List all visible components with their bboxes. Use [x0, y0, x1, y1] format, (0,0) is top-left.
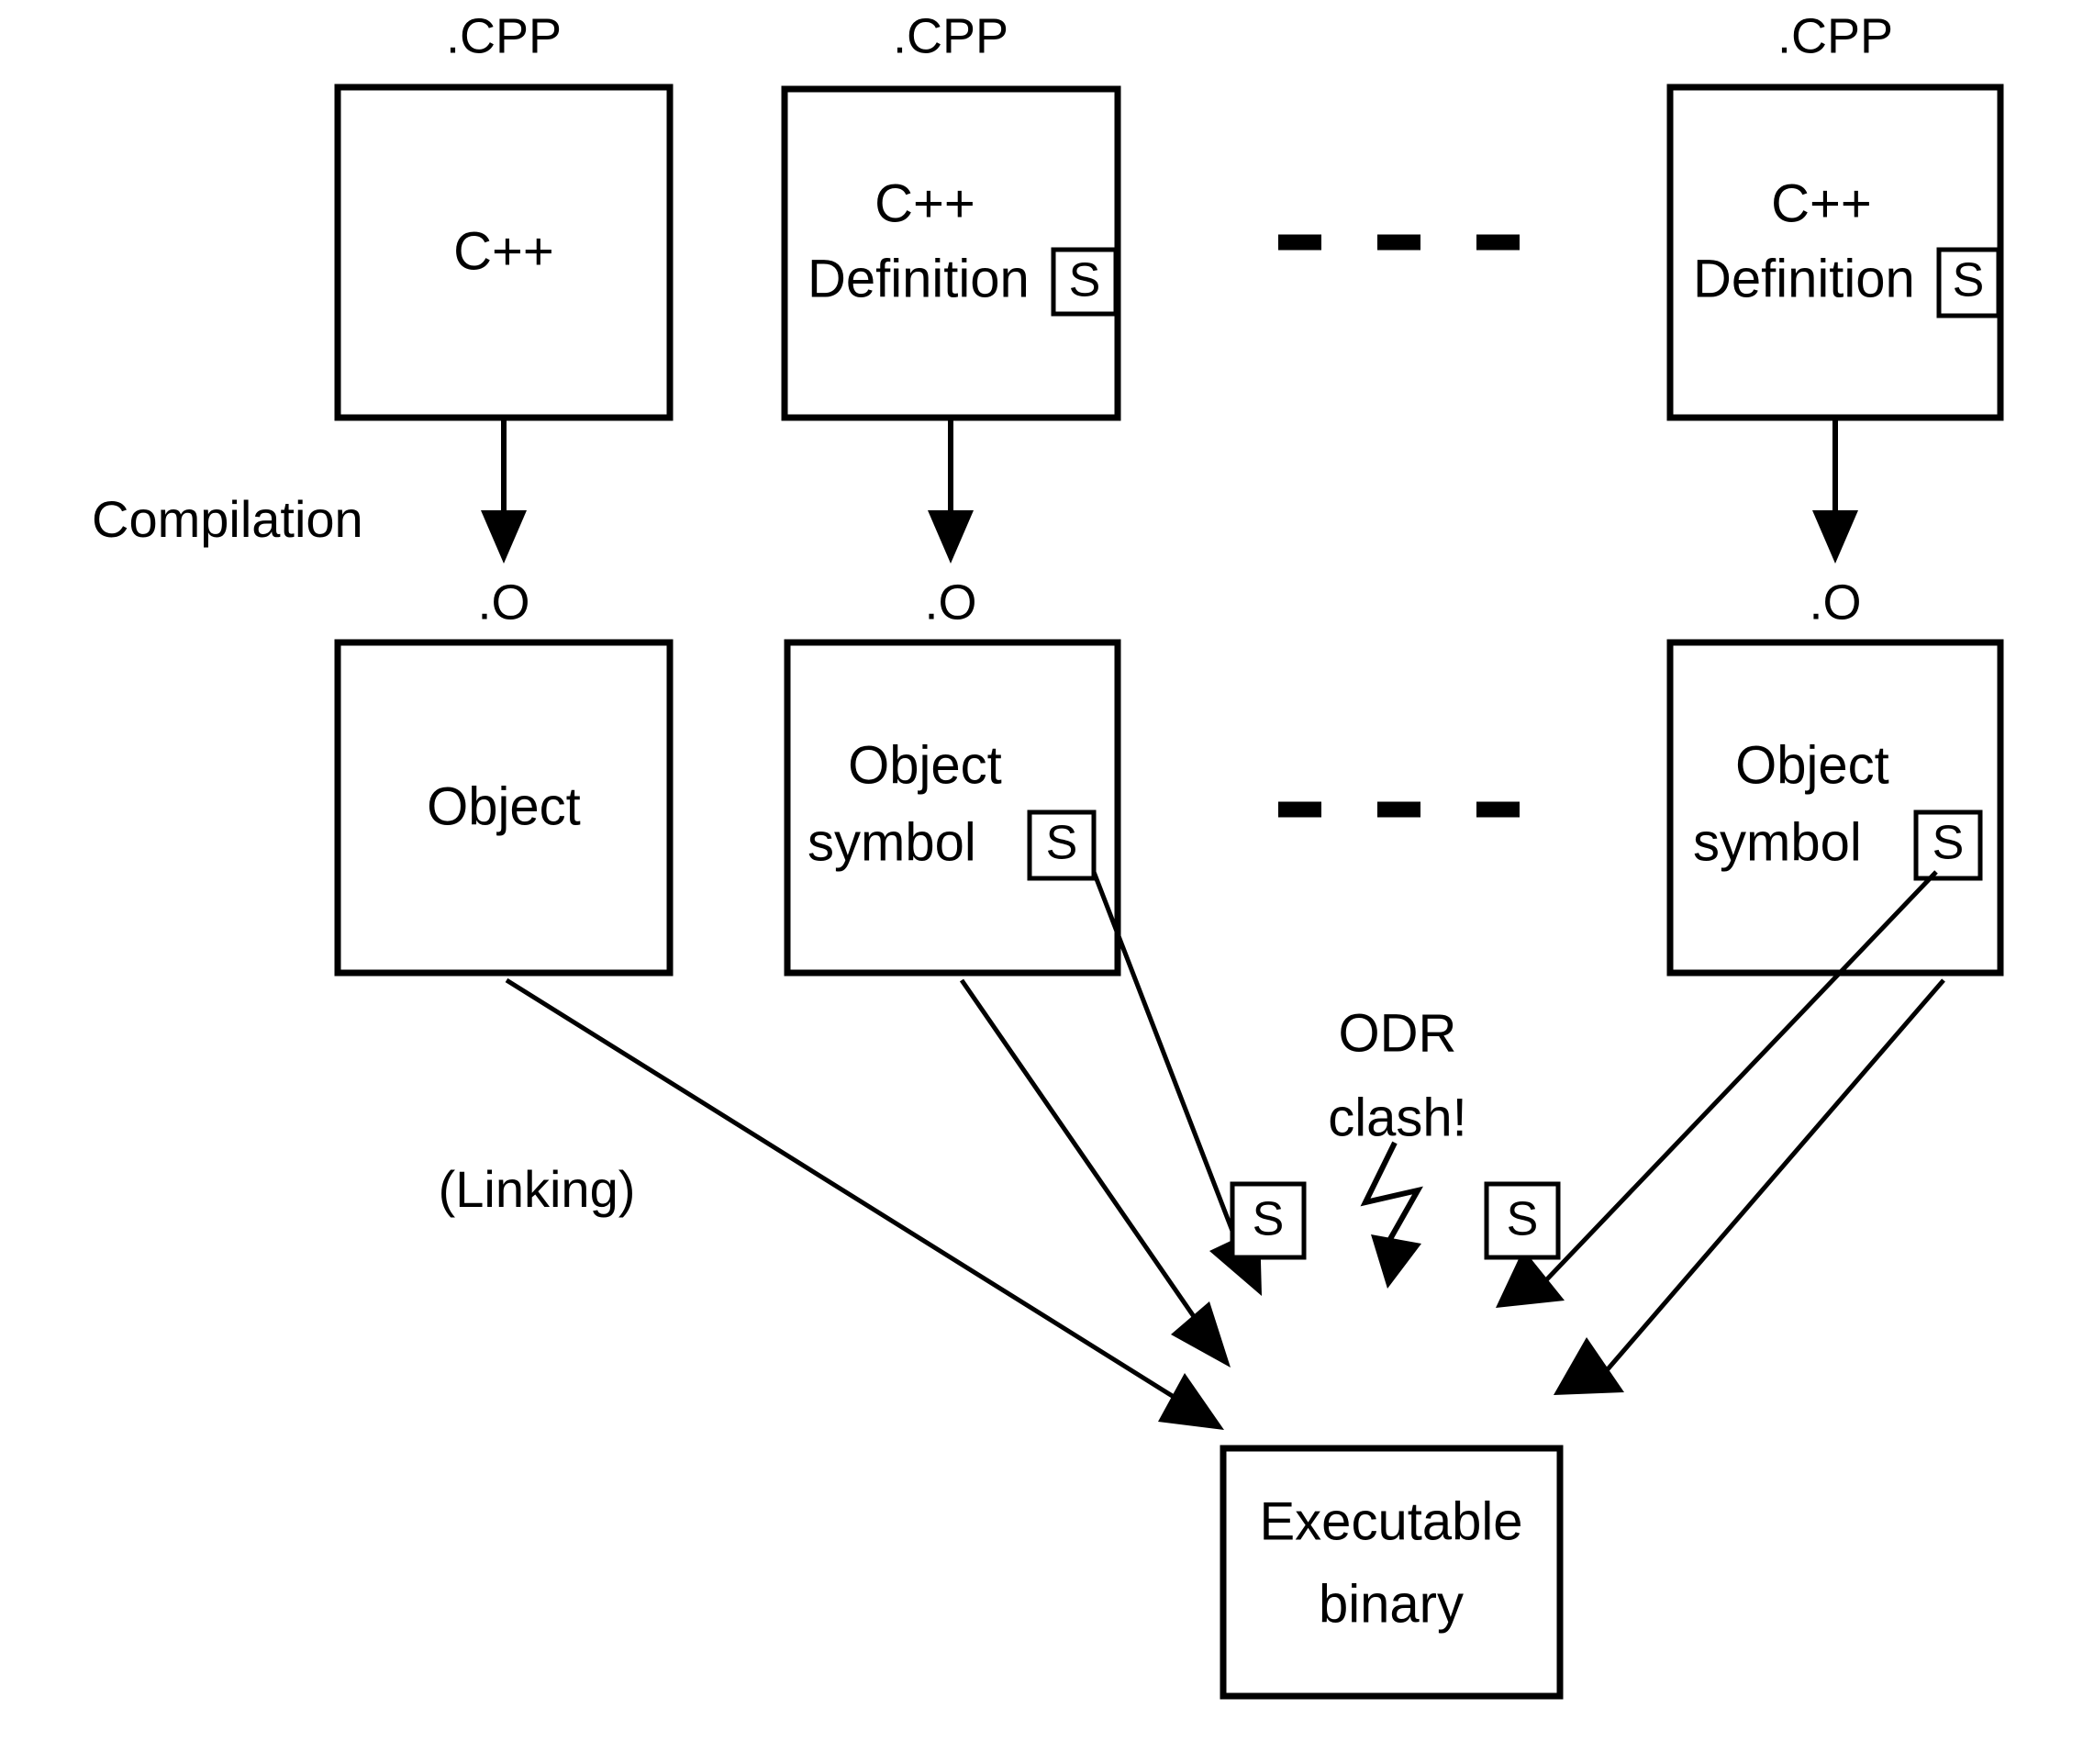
object-box-n-symbol: S [1933, 817, 1965, 870]
object-box-1[interactable] [334, 639, 674, 977]
compilation-arrow-1 [481, 418, 527, 564]
linking-label: (Linking) [439, 1160, 636, 1218]
source-caption-2: .CPP [893, 8, 1008, 63]
compilation-arrow-n [1812, 418, 1858, 564]
executable-binary-box[interactable] [1220, 1445, 1564, 1700]
clash-symbol-left-frame [1230, 1181, 1307, 1260]
odr-clash-line2: clash! [1328, 1088, 1467, 1147]
executable-binary-line2: binary [1319, 1574, 1464, 1634]
link-arrow-object-n [1554, 978, 1945, 1395]
clash-symbol-right: S [1507, 1193, 1539, 1246]
object-box-n-symbol-frame [1913, 809, 1983, 881]
object-box-n-line1: Object [1735, 735, 1889, 795]
source-box-n-line2: Definition [1693, 249, 1915, 308]
object-box-1-line1: Object [427, 776, 581, 836]
object-caption-1: .O [477, 575, 529, 630]
compilation-arrow-2 [928, 418, 974, 564]
object-box-2-line1: Object [848, 735, 1002, 795]
source-caption-1: .CPP [446, 8, 562, 63]
compilation-label: Compilation [92, 490, 363, 548]
source-box-2-line1: C++ [874, 173, 975, 233]
object-caption-2: .O [924, 575, 976, 630]
clash-symbol-left: S [1253, 1193, 1285, 1246]
link-arrow-symbol-n [1496, 870, 1938, 1308]
lightning-bolt-icon [1360, 1141, 1423, 1289]
link-arrow-object-1 [505, 977, 1224, 1430]
source-caption-n: .CPP [1777, 8, 1893, 63]
source-box-2-line2: Definition [808, 249, 1030, 308]
object-box-n[interactable] [1666, 639, 2004, 977]
object-box-n-line2: symbol [1693, 812, 1862, 872]
clash-symbol-right-frame [1484, 1181, 1561, 1260]
object-caption-n: .O [1809, 575, 1861, 630]
object-box-2-symbol: S [1046, 817, 1078, 870]
source-box-2-symbol: S [1069, 254, 1101, 307]
source-box-n-line1: C++ [1771, 173, 1872, 233]
link-arrow-object-2 [959, 978, 1231, 1368]
source-box-2-symbol-frame [1051, 247, 1119, 317]
object-box-2[interactable] [784, 639, 1121, 977]
source-box-1[interactable] [334, 84, 674, 421]
object-box-2-symbol-frame [1027, 809, 1097, 881]
object-box-2-line2: symbol [808, 812, 976, 872]
odr-clash-line1: ODR [1339, 1003, 1457, 1063]
source-box-1-line1: C++ [453, 221, 554, 281]
source-box-n-symbol-frame [1936, 247, 2001, 318]
source-box-n-symbol: S [1953, 254, 1985, 307]
executable-binary-line1: Executable [1260, 1491, 1523, 1551]
